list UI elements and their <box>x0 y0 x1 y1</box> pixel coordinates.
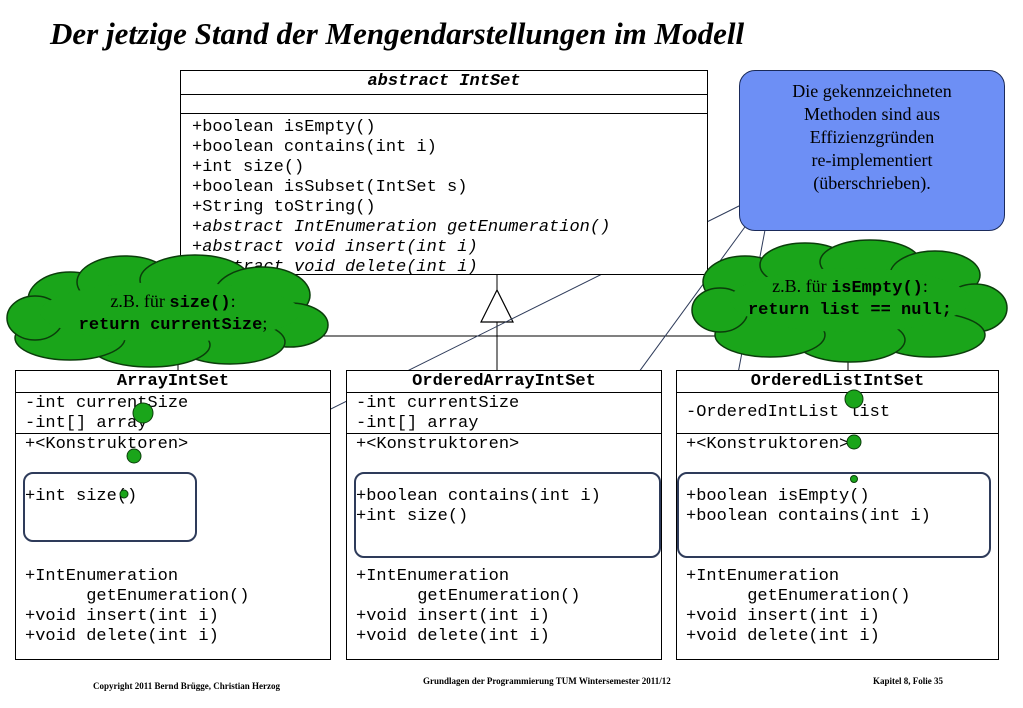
enumeration-method-name: getEnumeration() <box>25 587 250 606</box>
cloud-left-shape <box>6 254 329 368</box>
insert-method: +void insert(int i) <box>686 607 880 626</box>
callout-line: re-implementiert <box>811 150 933 170</box>
enumeration-method: +IntEnumeration <box>356 567 510 586</box>
intset-class-box: abstract IntSet +boolean isEmpty()+boole… <box>180 70 708 278</box>
thought-dots <box>119 389 864 499</box>
insert-method: +void insert(int i) <box>25 607 219 626</box>
enumeration-method: +IntEnumeration <box>25 567 179 586</box>
enumeration-method: +IntEnumeration <box>686 567 840 586</box>
intset-method: +boolean contains(int i) <box>192 138 437 157</box>
callout-line: Die gekennzeichneten <box>792 81 952 101</box>
class-box-arrayintset: ArrayIntSet-int currentSize-int[] array+… <box>15 370 331 660</box>
overridden-method: +boolean isEmpty() <box>686 487 870 506</box>
cloud-right-shape <box>691 239 1008 363</box>
enumeration-method-name: getEnumeration() <box>686 587 911 606</box>
class-attribute: -int[] array <box>356 414 479 433</box>
overridden-methods: +boolean isEmpty()+boolean contains(int … <box>686 487 998 567</box>
class-attributes: -int currentSize-int[] array <box>16 393 330 434</box>
class-attribute: -int[] array <box>25 414 148 433</box>
callout-line: (überschrieben). <box>813 173 931 193</box>
callout-line: Effizienzgründen <box>809 127 935 147</box>
footer-course: Grundlagen der Programmierung TUM Winter… <box>423 676 671 686</box>
class-attributes: -OrderedIntList list <box>677 393 998 434</box>
class-attributes: -int currentSize-int[] array <box>347 393 661 434</box>
class-methods: +<Konstruktoren> +boolean isEmpty()+boole… <box>677 434 998 647</box>
intset-method: +abstract void insert(int i) <box>192 238 478 257</box>
cloud-left-text: z.B. für size(): return currentSize; <box>78 291 268 335</box>
intset-attributes <box>181 95 707 114</box>
delete-method: +void delete(int i) <box>25 627 219 646</box>
delete-method: +void delete(int i) <box>686 627 880 646</box>
inheritance-triangle <box>480 288 514 323</box>
insert-method: +void insert(int i) <box>356 607 550 626</box>
overridden-methods: +boolean contains(int i)+int size() <box>356 487 661 567</box>
intset-class-name: abstract IntSet <box>181 71 707 95</box>
class-name: OrderedListIntSet <box>677 371 998 393</box>
highlight-box-arrayintset <box>23 472 197 542</box>
page-title: Der jetzige Stand der Mengendarstellunge… <box>50 16 745 51</box>
intset-method: +boolean isEmpty() <box>192 118 376 137</box>
constructors-label: +<Konstruktoren> <box>25 435 189 454</box>
class-name: OrderedArrayIntSet <box>347 371 661 393</box>
intset-method: +String toString() <box>192 198 376 217</box>
overridden-method: +boolean contains(int i) <box>686 507 931 526</box>
constructors-label: +<Konstruktoren> <box>686 435 850 454</box>
overridden-method: +boolean contains(int i) <box>356 487 601 506</box>
intset-methods: +boolean isEmpty()+boolean contains(int … <box>181 114 707 278</box>
overridden-method: +int size() <box>356 507 469 526</box>
intset-method: +boolean isSubset(IntSet s) <box>192 178 468 197</box>
intset-method: +abstract IntEnumeration getEnumeration(… <box>192 218 611 237</box>
class-box-orderedarrayintset: OrderedArrayIntSet-int currentSize-int[]… <box>346 370 662 660</box>
highlight-box-orderedarrayintset <box>354 472 661 558</box>
class-methods: +<Konstruktoren> +boolean contains(int i)… <box>347 434 661 647</box>
class-name: ArrayIntSet <box>16 371 330 393</box>
class-attribute: -OrderedIntList list <box>686 403 891 422</box>
footer-copyright: Copyright 2011 Bernd Brügge, Christian H… <box>93 681 280 691</box>
intset-method: +int size() <box>192 158 305 177</box>
constructors-label: +<Konstruktoren> <box>356 435 520 454</box>
cloud-right-text: z.B. für isEmpty(): return list == null; <box>747 276 953 320</box>
class-attribute: -int currentSize <box>25 394 189 413</box>
delete-method: +void delete(int i) <box>356 627 550 646</box>
footer-slide-number: Kapitel 8, Folie 35 <box>873 676 943 686</box>
class-methods: +<Konstruktoren>+int size()+IntEnumerati… <box>16 434 330 647</box>
enumeration-method-name: getEnumeration() <box>356 587 581 606</box>
class-attribute: -int currentSize <box>356 394 520 413</box>
callout-line: Methoden sind aus <box>804 104 940 124</box>
highlight-box-orderedlistintset <box>677 472 991 558</box>
class-box-orderedlistintset: OrderedListIntSet -OrderedIntList list +<K… <box>676 370 999 660</box>
